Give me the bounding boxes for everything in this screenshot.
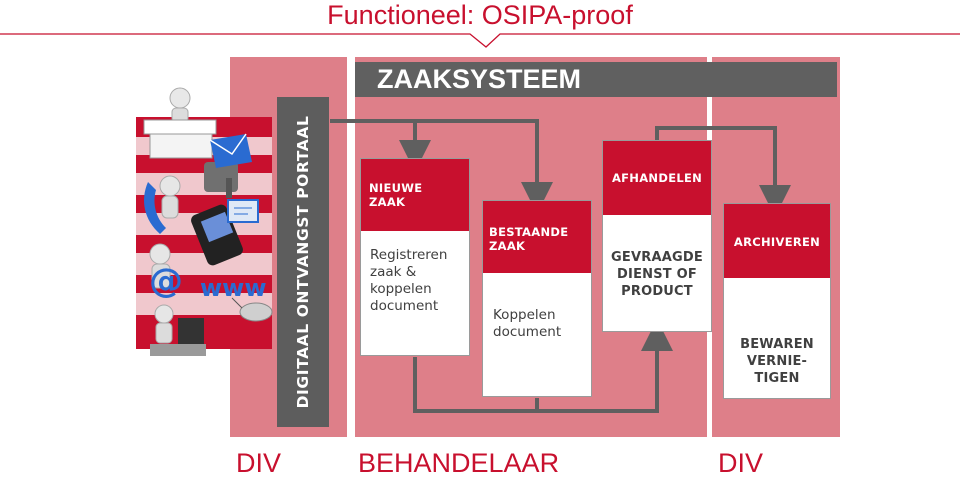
page-title: Functioneel: OSIPA-proof [327,0,633,30]
step-header: NIEUWE ZAAK [361,159,469,231]
computer-user-icon [150,304,206,356]
step-header: ARCHIVEREN [724,204,830,278]
mailbox-envelope-icon [204,133,252,198]
step-header: AFHANDELEN [603,141,711,215]
label-behandelaar: BEHANDELAAR [358,448,560,478]
svg-text:www: www [200,274,267,302]
step-body: BEWAREN VERNIE- TIGEN [740,337,814,386]
email-at-icon: @ [149,243,183,301]
step-afhandelen: AFHANDELEN GEVRAAGDE DIENST OF PRODUCT [602,140,712,332]
step-body: GEVRAAGDE DIENST OF PRODUCT [611,250,703,299]
step-header: BESTAANDE ZAAK [483,201,591,273]
counter-desk-icon [143,87,217,159]
svg-text:@: @ [149,261,183,301]
label-div-right: DIV [718,448,764,478]
label-div-left: DIV [236,448,282,478]
www-mouse-icon: www [200,274,273,322]
telephone-icon [144,175,181,234]
smartphone-icon [191,199,259,266]
step-archiveren: ARCHIVEREN BEWAREN VERNIE- TIGEN [723,203,831,399]
step-nieuwe-zaak: NIEUWE ZAAK Registreren zaak & koppelen … [360,158,470,356]
digitaal-ontvangst-portaal: DIGITAAL ONTVANGST PORTAAL [277,97,329,427]
step-bestaande-zaak: BESTAANDE ZAAK Koppelen document [482,200,592,397]
title-callout-outline [0,33,960,48]
step-body: Registreren zaak & koppelen document [370,247,448,314]
zaaksysteem-bar: ZAAKSYSTEEM [355,62,837,97]
step-body: Koppelen document [493,307,562,340]
